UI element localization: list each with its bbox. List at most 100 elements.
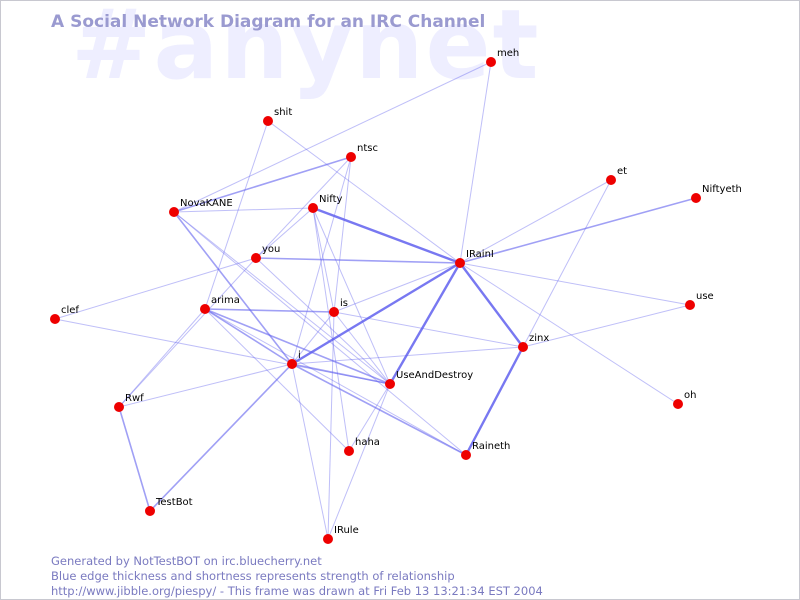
edge-Nifty-you	[255, 207, 314, 259]
node-TestBot: TestBot	[145, 497, 193, 516]
node-dot-IRule	[323, 534, 333, 544]
node-dot-ntsc	[346, 152, 356, 162]
edge-meh-IRainI	[459, 61, 492, 264]
edge-NovaKANE-Nifty	[173, 207, 314, 213]
node-dot-Nifty	[308, 203, 318, 213]
node-label-is: is	[340, 298, 348, 309]
edge-IRainI-UseAndDestroy	[388, 262, 462, 385]
node-label-you: you	[262, 244, 280, 255]
node-dot-Niftyeth	[691, 193, 701, 203]
node-dot-use	[685, 300, 695, 310]
edge-meh-NovaKANE	[173, 61, 492, 213]
edge-ntsc-i	[291, 156, 352, 365]
node-UseAndDestroy: UseAndDestroy	[385, 370, 473, 389]
edge-IRainI-oh	[459, 262, 679, 405]
edge-you-IRainI	[255, 257, 461, 264]
edge-IRainI-use	[459, 262, 691, 306]
node-label-clef: clef	[61, 305, 79, 316]
node-shit: shit	[263, 107, 292, 126]
edge-arima-Raineth	[204, 308, 467, 456]
node-dot-et	[606, 175, 616, 185]
node-label-haha: haha	[355, 437, 380, 448]
edge-IRainI-i	[291, 261, 461, 366]
edge-Rwf-TestBot	[118, 406, 151, 512]
node-label-oh: oh	[684, 390, 696, 401]
node-ntsc: ntsc	[346, 143, 378, 162]
node-label-UseAndDestroy: UseAndDestroy	[396, 370, 473, 381]
node-label-Nifty: Nifty	[319, 194, 343, 205]
node-dot-zinx	[518, 342, 528, 352]
edge-zinx-i	[291, 346, 524, 365]
edge-is-IRule	[327, 311, 335, 540]
edge-Nifty-haha	[312, 207, 350, 452]
edge-you-clef	[54, 257, 257, 320]
node-IRainI: IRainI	[455, 249, 494, 268]
node-dot-NovaKANE	[169, 207, 179, 217]
edge-arima-UseAndDestroy	[204, 308, 391, 385]
edge-i-IRule	[291, 363, 329, 540]
edge-i-UseAndDestroy	[291, 363, 391, 385]
edge-NovaKANE-Raineth	[173, 211, 467, 456]
node-dot-i	[287, 359, 297, 369]
footer-generated-by: Generated by NotTestBOT on irc.bluecherr…	[51, 554, 322, 568]
node-haha: haha	[344, 437, 380, 456]
node-zinx: zinx	[518, 333, 549, 352]
edge-i-Raineth	[291, 363, 467, 456]
node-i: i	[287, 350, 301, 369]
edge-NovaKANE-UseAndDestroy	[173, 211, 391, 385]
node-dot-clef	[50, 314, 60, 324]
edge-arima-is	[204, 308, 335, 313]
node-label-IRainI: IRainI	[466, 249, 494, 260]
node-dot-is	[329, 307, 339, 317]
edge-et-IRainI	[459, 179, 612, 264]
edge-is-zinx	[333, 311, 524, 348]
edge-arima-i	[204, 308, 293, 365]
edge-IRainI-is	[333, 262, 461, 313]
node-meh: meh	[486, 48, 519, 67]
footer-url-timestamp: http://www.jibble.org/piespy/ - This fra…	[51, 584, 543, 598]
edge-use-zinx	[522, 304, 691, 348]
node-dot-oh	[673, 399, 683, 409]
edge-i-TestBot	[149, 363, 293, 512]
node-oh: oh	[673, 390, 696, 409]
node-Niftyeth: Niftyeth	[691, 184, 742, 203]
edge-IRainI-zinx	[459, 262, 524, 348]
node-label-Niftyeth: Niftyeth	[702, 184, 742, 195]
node-label-TestBot: TestBot	[155, 497, 193, 508]
edge-NovaKANE-i	[173, 211, 293, 365]
node-dot-IRainI	[455, 258, 465, 268]
node-dot-Raineth	[461, 450, 471, 460]
node-dot-arima	[200, 304, 210, 314]
node-Rwf: Rwf	[114, 393, 144, 412]
channel-watermark: #anynet	[71, 0, 541, 101]
node-label-zinx: zinx	[529, 333, 549, 344]
edge-shit-IRainI	[267, 120, 461, 264]
edge-Niftyeth-IRainI	[459, 197, 697, 264]
node-you: you	[251, 244, 280, 263]
node-Raineth: Raineth	[461, 441, 510, 460]
edge-is-UseAndDestroy	[333, 311, 391, 385]
edge-Nifty-UseAndDestroy	[312, 207, 391, 385]
diagram-title: A Social Network Diagram for an IRC Chan…	[51, 12, 486, 32]
node-clef: clef	[50, 305, 79, 324]
edge-ntsc-is	[333, 156, 352, 313]
node-use: use	[685, 291, 714, 310]
node-dot-UseAndDestroy	[385, 379, 395, 389]
edge-layer	[54, 61, 697, 540]
edge-you-Rwf	[118, 257, 257, 408]
footer: Generated by NotTestBOT on irc.bluecherr…	[51, 554, 543, 599]
edge-UseAndDestroy-IRule	[327, 383, 391, 540]
node-label-Rwf: Rwf	[125, 393, 144, 404]
edge-UseAndDestroy-haha	[348, 383, 391, 452]
node-dot-you	[251, 253, 261, 263]
node-label-IRule: IRule	[334, 525, 359, 536]
node-label-ntsc: ntsc	[357, 143, 378, 154]
node-NovaKANE: NovaKANE	[169, 198, 233, 217]
edge-i-Rwf	[118, 363, 293, 408]
edge-ntsc-NovaKANE	[173, 156, 352, 213]
node-label-et: et	[617, 166, 627, 177]
node-label-i: i	[298, 350, 301, 361]
node-et: et	[606, 166, 627, 185]
